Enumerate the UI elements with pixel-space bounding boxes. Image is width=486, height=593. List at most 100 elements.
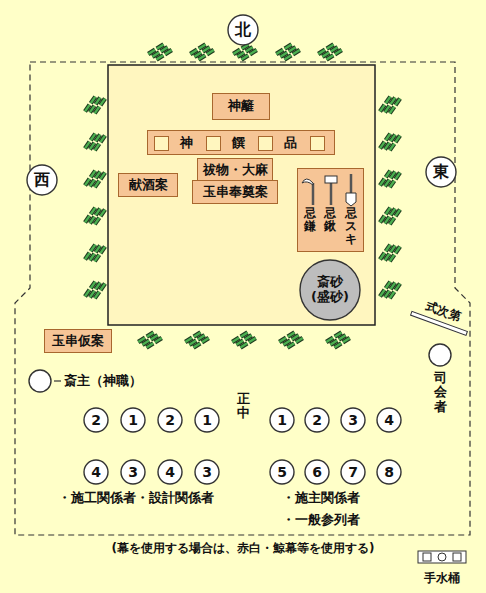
bamboo-stalk [343,338,350,342]
circle-shape [29,370,51,392]
seat-number: 3 [128,464,138,480]
circle-shape [270,460,294,484]
seat-number: 8 [384,464,394,480]
table-label: 玉串仮案 [52,332,104,350]
seat-number: 6 [312,464,322,480]
bamboo-stalk [390,107,395,114]
emcee-label: 司会者 [434,371,447,414]
circle-outline [28,369,64,393]
seat-circle: 5 [269,459,295,485]
bamboo-stalk [95,181,100,188]
center-line-label: 正中 [237,392,250,421]
tool-label: 忌スキ [345,207,357,247]
priest-seat: 斎主（神職） [28,369,142,393]
bamboo-stalk [390,181,395,188]
offering-dish [154,136,169,151]
circle-shape [84,408,108,432]
circle-shape [341,408,365,432]
direction-label: 北 [235,21,251,39]
bamboo-stalk [296,338,303,342]
bamboo-stalk [240,343,247,347]
bamboo-stalk [207,50,214,54]
ritual-tools-box: 忌鎌忌鍬忌スキ [297,168,364,252]
bamboo-stalk [395,247,400,254]
seat-circle: 3 [120,459,146,485]
priest-label: 斎主（神職） [64,372,142,390]
circle-shape [377,460,401,484]
seat-number: 7 [348,464,358,480]
seat-number: 1 [128,412,138,428]
bamboo-stalk [165,50,172,54]
circle-shape [195,408,219,432]
bamboo-stalk [287,343,294,347]
bamboo-stalk [193,343,200,347]
seat-circle: 6 [304,459,330,485]
bamboo-stalk [334,343,341,347]
seat-number: 2 [312,412,322,428]
bamboo-stalk [95,107,100,114]
bamboo-stalk [95,218,100,225]
bamboo-stalk [395,136,400,143]
tool-label: 忌鍬 [324,207,336,233]
seat-number: 4 [91,464,101,480]
bamboo-stalk [284,55,291,59]
bamboo-stalk [249,338,256,342]
cup [453,553,461,561]
note: (幕を使用する場合は、赤白・鯨幕等を使用する) [112,540,375,557]
bamboo-stalk [395,210,400,217]
sacred-area [108,65,375,325]
bamboo-stalk [390,144,395,151]
offering-table: 玉串仮案 [44,329,112,353]
circle-shape [121,408,145,432]
bamboo-stalk [395,136,400,143]
spade-handle [350,174,353,193]
seat-circle: 1 [120,407,146,433]
bamboo-stalk [156,55,163,59]
circle-shape [270,408,294,432]
bamboo-stalk [100,99,105,106]
sand-mound: 斎砂 (盛砂) [299,259,361,321]
bamboo-stalk [395,284,400,291]
bamboo-stalk [390,218,395,225]
bamboo-stalk [198,55,205,59]
table-label: 神籬 [228,97,254,115]
bamboo-stalk [95,255,100,262]
seat-number: 5 [277,464,287,480]
bamboo-stalk [165,50,172,54]
group-label: ・施主関係者 [282,489,360,507]
bamboo-stalk [335,50,342,54]
offering-table: 玉串奉奠案 [192,180,278,204]
seat-circle: 1 [194,407,220,433]
spade-blade [346,193,356,206]
circle-shape [305,408,329,432]
bamboo-stalk [100,173,105,180]
bamboo-stalk [202,338,209,342]
tray [418,551,466,563]
bamboo-stalk [100,210,105,217]
offering-label: 神饌品 [180,134,336,151]
bamboo-stalk [156,55,163,59]
circle-shape [228,15,258,45]
bamboo-stalk [100,99,105,106]
direction-circle: 西 [26,164,58,196]
hoe-handle [330,183,333,205]
bamboo-stalk [390,255,395,262]
circle-shape [84,460,108,484]
seat-circle: 2 [304,407,330,433]
bamboo-stalk [390,181,395,188]
seat-number: 2 [165,412,175,428]
bamboo-stalk [95,181,100,188]
direction-circle: 北 [227,14,259,46]
table-label: 献酒案 [129,176,168,194]
seat-number: 1 [202,412,212,428]
emcee-seat: 司会者 [428,343,452,414]
bamboo-stalk [326,55,333,59]
bamboo-stalk [395,99,400,106]
bamboo-stalk [95,218,100,225]
seat-number: 1 [277,412,287,428]
food-offering-table: 神饌品 [147,130,335,155]
bamboo-stalk [334,343,341,347]
cup [423,553,431,561]
seat-circle: 1 [269,407,295,433]
